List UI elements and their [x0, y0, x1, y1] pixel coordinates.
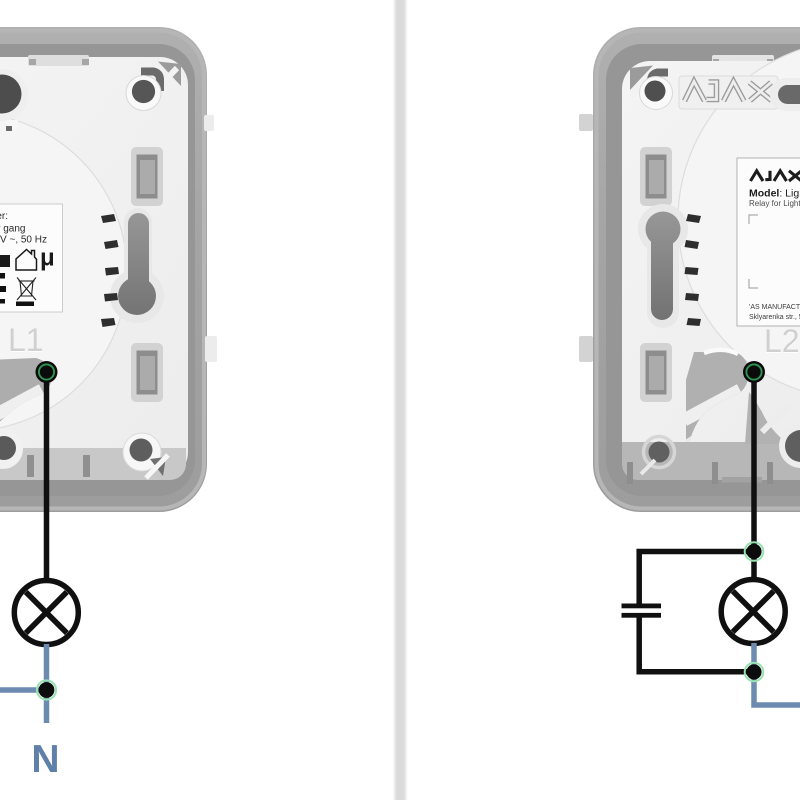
svg-text:μ: μ: [40, 245, 55, 272]
svg-text:L2: L2: [764, 324, 800, 360]
svg-text:'AS MANUFACT: 'AS MANUFACT: [749, 304, 800, 311]
svg-text:L1: L1: [8, 323, 44, 359]
svg-text:er:: er:: [0, 211, 8, 222]
svg-text:Relay for LightS: Relay for LightS: [749, 199, 800, 208]
svg-text:N: N: [31, 738, 59, 781]
svg-text:r gang: r gang: [0, 224, 26, 235]
svg-text:Sklyarenka str., 5: Sklyarenka str., 5: [749, 314, 800, 321]
svg-text:L2: L2: [764, 323, 800, 359]
svg-text:L1: L1: [8, 322, 44, 358]
svg-text:0 V ~, 50 Hz: 0 V ~, 50 Hz: [0, 235, 47, 246]
svg-text:Model: Light: Model: Light: [749, 188, 800, 200]
